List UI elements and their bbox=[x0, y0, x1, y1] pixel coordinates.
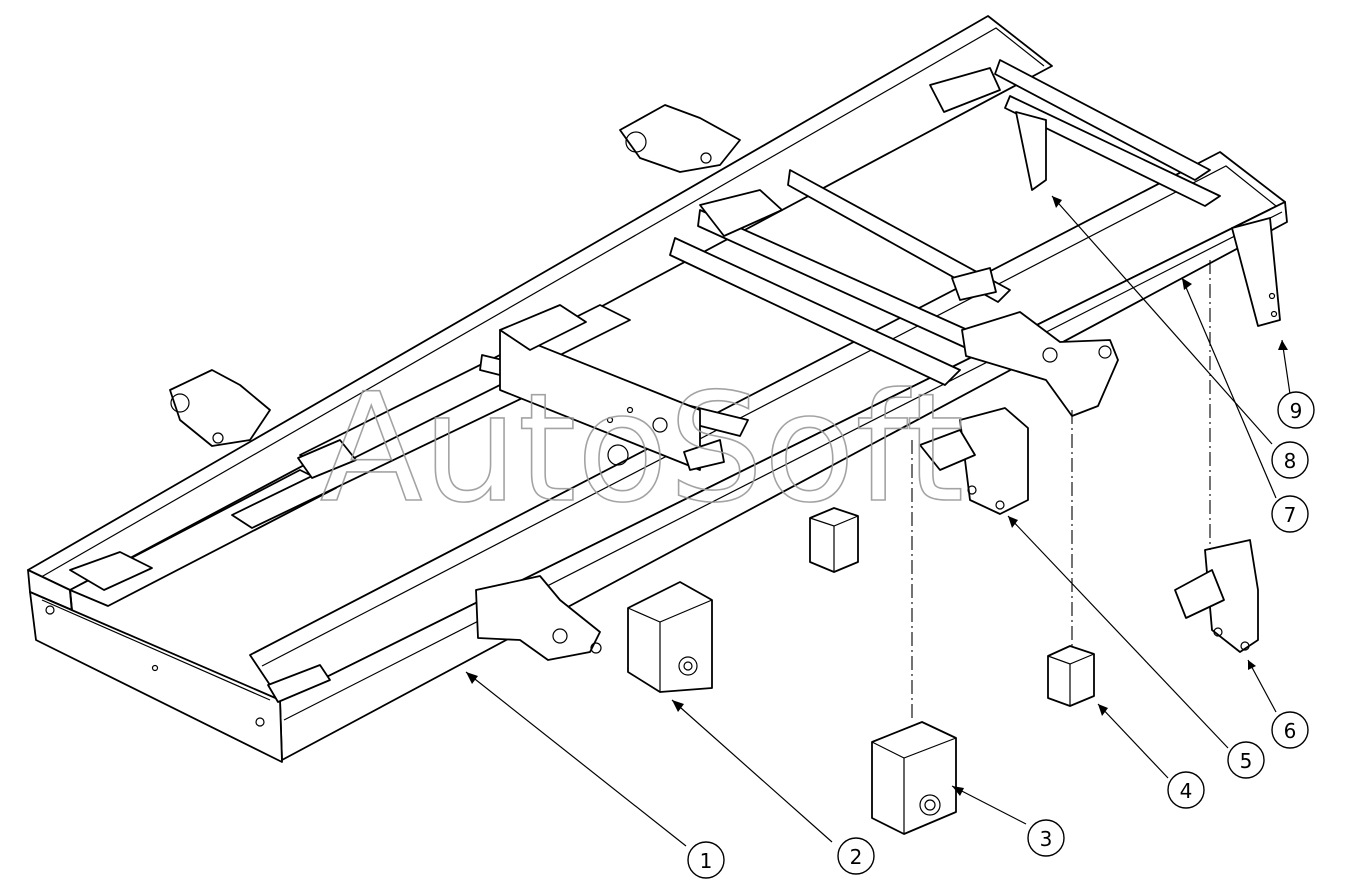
callout-9: 9 bbox=[1277, 391, 1315, 429]
callout-6: 6 bbox=[1271, 711, 1309, 749]
callout-2: 2 bbox=[837, 837, 875, 875]
part-9-rear-bracket bbox=[1231, 217, 1281, 327]
callout-5: 5 bbox=[1227, 741, 1265, 779]
callout-4-label: 4 bbox=[1180, 779, 1193, 803]
part-8-gusset bbox=[1015, 111, 1047, 191]
callout-1: 1 bbox=[687, 841, 725, 879]
part-5-spring-hanger bbox=[919, 407, 1029, 515]
rear-hanger-left bbox=[619, 104, 741, 173]
callout-3-label: 3 bbox=[1040, 827, 1053, 851]
leader-lines bbox=[465, 195, 1291, 847]
callout-3: 3 bbox=[1027, 819, 1065, 857]
callout-8-label: 8 bbox=[1284, 449, 1297, 473]
callout-9-label: 9 bbox=[1290, 399, 1303, 423]
callout-8: 8 bbox=[1271, 441, 1309, 479]
rubber-pad-center bbox=[809, 507, 859, 573]
callout-4: 4 bbox=[1167, 771, 1205, 809]
callout-5-label: 5 bbox=[1240, 749, 1253, 773]
part-2-spring-bracket bbox=[627, 581, 713, 693]
callout-7: 7 bbox=[1271, 495, 1309, 533]
front-hanger-left bbox=[169, 369, 271, 447]
front-right-hanger bbox=[475, 575, 602, 661]
rear-right-hanger bbox=[961, 311, 1119, 417]
part-3-bump-stop bbox=[871, 721, 957, 835]
callout-1-label: 1 bbox=[700, 849, 713, 873]
part-4-rubber-pad bbox=[1047, 645, 1095, 707]
part-6-spring-hanger bbox=[1174, 539, 1259, 653]
callout-6-label: 6 bbox=[1284, 719, 1297, 743]
callout-7-label: 7 bbox=[1284, 503, 1297, 527]
callout-2-label: 2 bbox=[850, 845, 863, 869]
assembly-axis-lines bbox=[911, 260, 1211, 722]
watermark-text: AutoSoft bbox=[320, 362, 964, 536]
